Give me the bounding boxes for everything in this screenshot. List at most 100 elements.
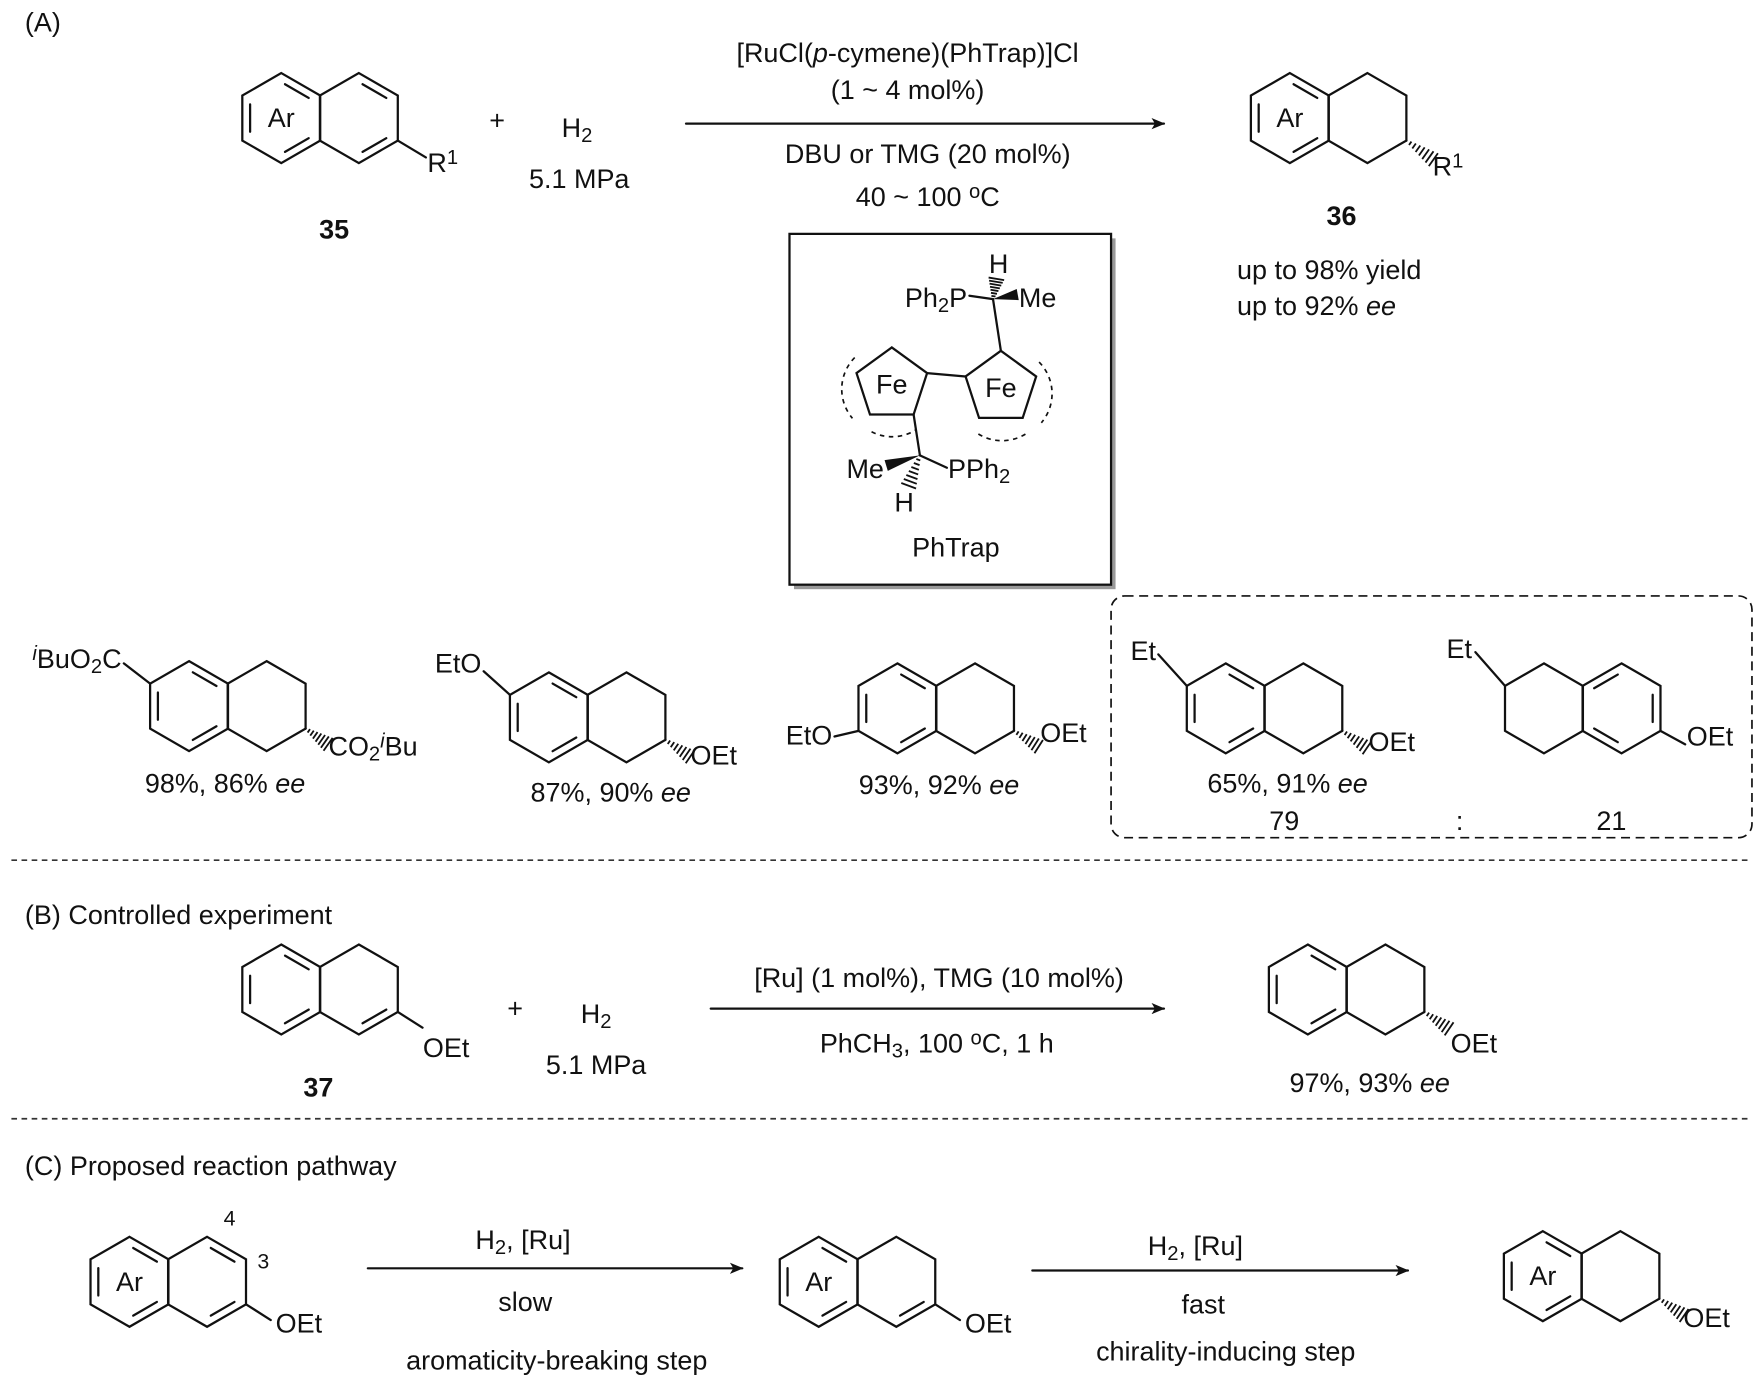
example-4-aromatic-ring — [1185, 662, 1266, 755]
hash-line — [1024, 735, 1032, 745]
hash-line — [913, 462, 920, 466]
example-1-ester-bond — [122, 662, 152, 685]
text-segment: 98%, 86% — [145, 769, 275, 799]
hash-line — [664, 738, 667, 742]
hash-line — [989, 282, 1002, 287]
ligand-ph2p: Ph2P — [905, 283, 967, 317]
section-b-label: (B) Controlled experiment — [25, 900, 333, 930]
double-bond-line — [1292, 83, 1319, 100]
hash-line — [1349, 734, 1356, 742]
text-segment: R — [427, 148, 446, 178]
final-oet: OEt — [1683, 1303, 1730, 1333]
example-5-saturated-ring — [1503, 662, 1585, 755]
double-bond-line — [132, 1246, 159, 1263]
example-4-saturated-ring — [1263, 662, 1344, 755]
text-segment: ee — [661, 778, 691, 808]
c-cp-bond-top — [991, 297, 1002, 352]
hash-line — [1030, 738, 1040, 751]
hash-line — [911, 466, 920, 471]
double-bond-line — [1592, 727, 1619, 744]
text-segment: 1 — [447, 147, 458, 169]
text-segment: PPh — [948, 454, 999, 484]
bond-layer — [89, 71, 1690, 1329]
biferrocene-bond — [925, 371, 967, 378]
tetralin-saturated-ring — [1327, 71, 1408, 165]
compound-35-id: 35 — [319, 214, 349, 244]
text-segment: 2 — [91, 656, 102, 678]
double-bond-line — [551, 736, 578, 753]
hash-line — [1434, 1016, 1443, 1027]
me-wedge-top — [993, 289, 1019, 301]
hash-line — [1666, 1302, 1673, 1310]
text-segment: o — [971, 1027, 982, 1049]
example-3-aromatic-ring — [857, 662, 938, 755]
double-bond-line — [191, 671, 218, 688]
final-hashed-bond — [1657, 1297, 1690, 1323]
compound-36-id: 36 — [1327, 201, 1357, 231]
hash-line — [1340, 729, 1344, 733]
text-segment: -cymene)(PhTrap)]Cl — [828, 38, 1079, 68]
hash-line — [1343, 731, 1348, 736]
start-oet: OEt — [276, 1308, 323, 1338]
example-4-result: 65%, 91% ee — [1207, 769, 1367, 799]
text-segment: ee — [1338, 769, 1368, 799]
hash-line — [322, 737, 334, 752]
hash-line — [1033, 739, 1044, 754]
ligand-pph2: PPh2 — [948, 454, 1010, 488]
double-bond-line — [1310, 954, 1337, 971]
product-b-result: 97%, 93% ee — [1289, 1068, 1449, 1098]
text-segment: CO — [328, 732, 368, 762]
hash-line — [916, 458, 921, 462]
example-1-ester-top: iBuO2C — [32, 643, 121, 678]
example-2-saturated-ring — [586, 671, 667, 764]
hash-line — [1431, 1015, 1438, 1024]
temperature-label: 40 ~ 100 oC — [856, 181, 1000, 212]
text-segment: H — [581, 999, 600, 1029]
hash-line — [1418, 146, 1426, 157]
double-bond-line — [1545, 1295, 1572, 1312]
hash-line — [1358, 739, 1369, 752]
hash-line — [1428, 1013, 1434, 1020]
double-bond-line — [283, 137, 310, 154]
example-2-eto-bond — [482, 670, 512, 696]
text-segment: ee — [275, 769, 305, 799]
text-segment: 2 — [495, 1237, 506, 1259]
example-2-hashed-bond — [664, 738, 696, 764]
text-segment: 3 — [892, 1040, 903, 1062]
hash-line — [991, 294, 996, 298]
hash-line — [1352, 735, 1360, 746]
start-ar-label: Ar — [116, 1267, 143, 1297]
text-segment: 87%, 90% — [530, 778, 660, 808]
hash-line — [1660, 1298, 1665, 1304]
compound-37-id: 37 — [303, 1072, 333, 1102]
double-bond-line — [1310, 1008, 1337, 1025]
text-segment: 2 — [600, 1011, 611, 1033]
text-segment: 2 — [938, 295, 949, 317]
compound-37-oet: OEt — [423, 1033, 470, 1063]
p-c-bond-top — [968, 294, 995, 301]
text-segment: H — [475, 1225, 494, 1255]
ligand-fe-right: Fe — [985, 373, 1016, 403]
example-1-saturated-ring — [226, 659, 307, 753]
text-segment: 2 — [1167, 1243, 1178, 1265]
example-5-et-bond — [1474, 651, 1507, 688]
hash-line — [1437, 1018, 1447, 1030]
plus-sign: + — [489, 105, 505, 135]
example-3-eto-bond — [833, 729, 860, 738]
double-bond-line — [1228, 727, 1255, 744]
double-bond-line — [900, 673, 926, 690]
hash-line — [1414, 144, 1421, 153]
product-b-hashed-bond — [1422, 1010, 1455, 1036]
substrate-ar-label: Ar — [268, 103, 295, 133]
step2-description: chirality-inducing step — [1096, 1337, 1355, 1367]
ligand-box — [788, 232, 1113, 586]
conditions-top-b: [Ru] (1 mol%), TMG (10 mol%) — [754, 963, 1124, 993]
example-4-oet: OEt — [1369, 727, 1416, 757]
substrate-r1-label: R1 — [427, 147, 458, 178]
hash-line — [304, 727, 307, 731]
hydrogen-label-b: H2 — [581, 999, 612, 1033]
step2-speed: fast — [1182, 1289, 1226, 1319]
compound-37-oet-bond — [396, 1010, 424, 1029]
start-right-ring — [166, 1235, 248, 1329]
